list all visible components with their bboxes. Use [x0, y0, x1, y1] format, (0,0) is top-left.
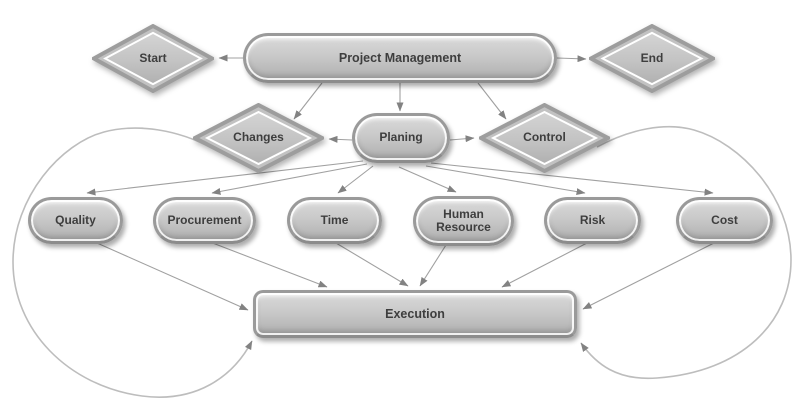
node-changes: Changes [193, 103, 324, 173]
node-end: End [589, 24, 715, 93]
edge-pm-control [477, 82, 507, 120]
end-diamond-shape [589, 24, 715, 93]
edge-risk-execution [501, 242, 588, 288]
node-cost-label: Cost [711, 212, 738, 227]
node-execution: Execution [253, 290, 577, 338]
edge-planing-time [337, 165, 374, 194]
node-planing-label: Planing [379, 130, 423, 145]
node-planing: Planing [352, 113, 450, 163]
node-project-management: Project Management [243, 33, 557, 83]
node-quality-label: Quality [55, 212, 96, 227]
edge-pm-end [556, 55, 587, 63]
edge-pm-changes [293, 82, 323, 120]
edge-planing-quality [86, 160, 364, 196]
edge-planing-human-resource [398, 166, 457, 193]
edge-procurement-execution [209, 241, 328, 288]
edge-quality-execution [96, 242, 249, 311]
node-risk: Risk [544, 197, 641, 244]
node-control-label: Control [523, 130, 566, 145]
edge-planing-procurement [211, 163, 368, 195]
control-diamond-shape [479, 103, 610, 173]
edge-time-execution [335, 242, 409, 287]
node-human-resource-label: Human Resource [436, 206, 491, 234]
node-procurement: Procurement [153, 197, 256, 244]
node-procurement-label: Procurement [167, 212, 242, 227]
node-time-label: Time [320, 212, 349, 227]
node-human-resource: Human Resource [413, 196, 514, 246]
node-end-label: End [640, 50, 664, 65]
edge-cost-execution [582, 242, 715, 310]
edge-human-resource-execution [419, 244, 447, 287]
node-execution-label: Execution [385, 307, 445, 321]
node-control: Control [479, 103, 610, 173]
node-risk-label: Risk [579, 212, 606, 227]
start-diamond-shape [92, 24, 214, 93]
node-start-label: Start [139, 50, 167, 65]
edge-changes-execution-loop [12, 127, 253, 398]
node-project-management-label: Project Management [338, 51, 462, 65]
edge-control-execution-loop [580, 125, 792, 380]
changes-diamond-shape [193, 103, 324, 173]
node-quality: Quality [28, 197, 123, 244]
edge-planing-control [449, 135, 475, 143]
edge-planing-cost [430, 162, 714, 196]
edge-planing-changes [328, 135, 353, 143]
edge-planing-risk [425, 165, 586, 196]
node-time: Time [287, 197, 382, 244]
node-start: Start [92, 24, 214, 93]
node-changes-label: Changes [233, 130, 284, 145]
node-cost: Cost [676, 197, 773, 244]
